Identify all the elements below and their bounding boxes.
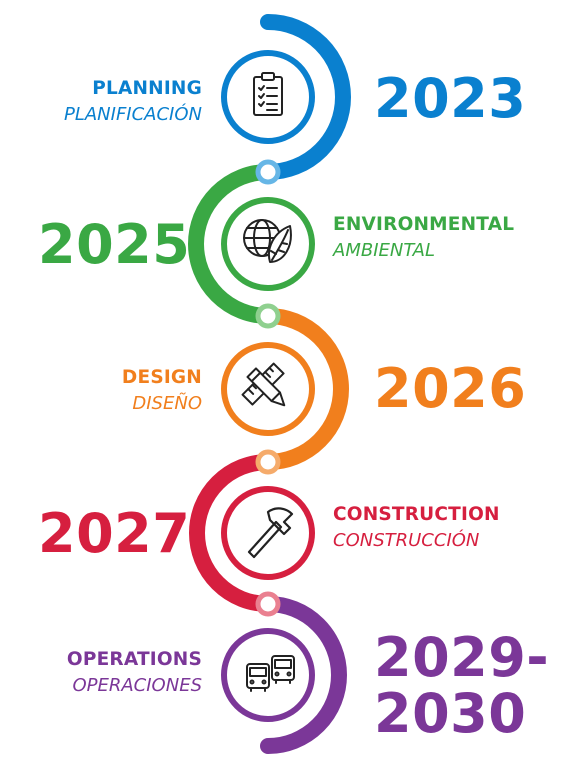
operations-year-line1: 2029-: [374, 626, 550, 689]
environmental-title-en: ENVIRONMENTAL: [333, 214, 515, 235]
connector-dot-4: [255, 591, 281, 617]
design-arc: [267, 308, 349, 470]
environmental-year: 2025: [38, 213, 191, 276]
design-label: DESIGN DISEÑO: [121, 367, 202, 414]
construction-title-es: CONSTRUCCIÓN: [333, 529, 480, 551]
planning-year: 2023: [374, 67, 527, 130]
construction-label: CONSTRUCTION CONSTRUCCIÓN: [333, 504, 500, 551]
construction-year: 2027: [38, 502, 191, 565]
pencil-ruler-icon: [241, 362, 286, 407]
connector-dot-1: [255, 159, 281, 185]
planning-title-es: PLANIFICACIÓN: [63, 103, 202, 125]
environmental-arc: [188, 164, 269, 324]
planning-arc: [260, 14, 351, 180]
planning-title-en: PLANNING: [92, 78, 202, 99]
connector-dot-3: [255, 449, 281, 475]
clipboard-checklist-icon: [253, 72, 283, 116]
globe-leaf-icon: [243, 219, 292, 263]
design-title-es: DISEÑO: [132, 392, 202, 414]
planning-label: PLANNING PLANIFICACIÓN: [63, 78, 202, 125]
construction-title-en: CONSTRUCTION: [333, 504, 500, 525]
operations-year: 2029- 2030: [374, 630, 549, 742]
environmental-title-es: AMBIENTAL: [333, 239, 436, 261]
environmental-label: ENVIRONMENTAL AMBIENTAL: [333, 214, 515, 261]
buses-icon: [246, 655, 295, 692]
operations-label: OPERATIONS OPERACIONES: [66, 649, 202, 696]
connector-dot-2: [255, 303, 281, 329]
design-title-en: DESIGN: [121, 367, 202, 388]
operations-title-en: OPERATIONS: [66, 649, 202, 670]
hammer-icon: [247, 507, 294, 559]
environmental-icon-circle: [221, 197, 315, 291]
design-year: 2026: [374, 357, 527, 420]
construction-icon-circle: [221, 486, 315, 580]
operations-arc: [260, 596, 347, 754]
construction-arc: [189, 454, 269, 612]
operations-year-line2: 2030: [374, 682, 527, 745]
operations-title-es: OPERACIONES: [72, 674, 202, 696]
